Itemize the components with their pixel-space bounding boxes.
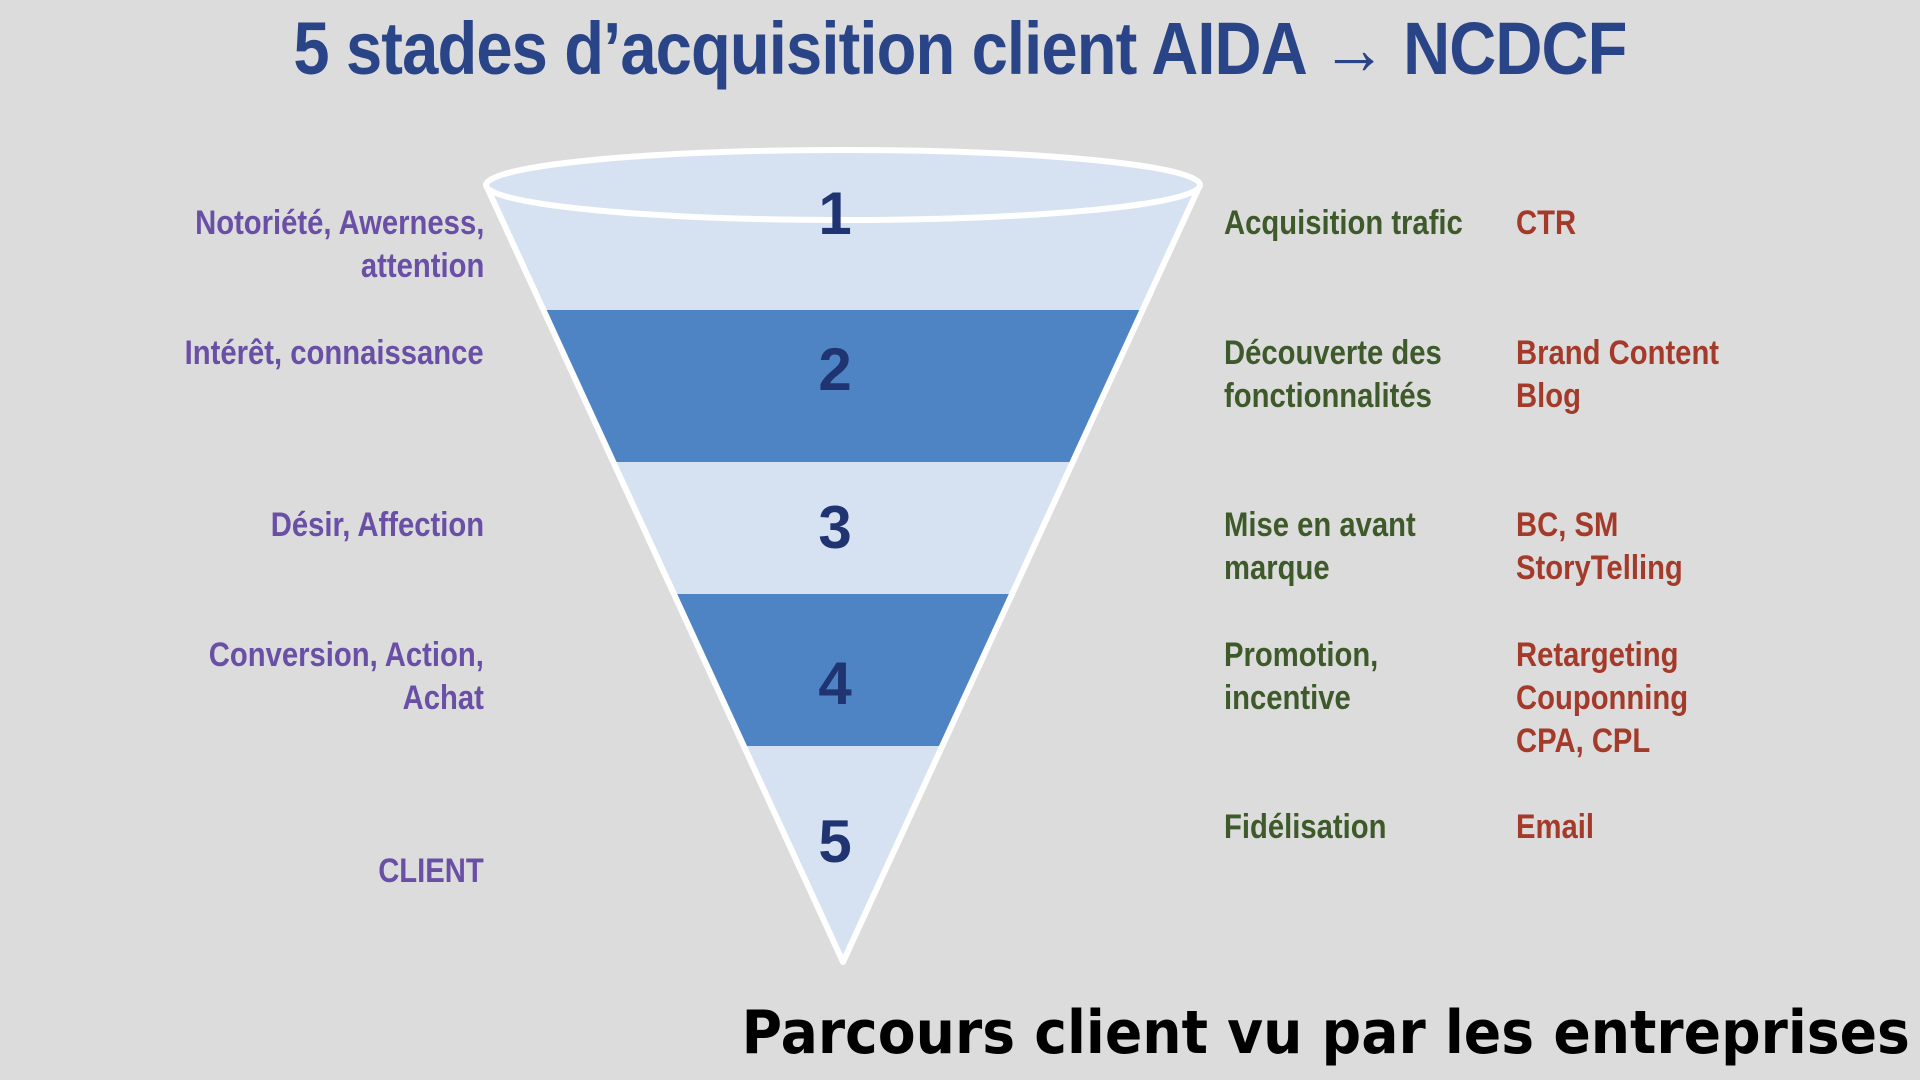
ncdcf-label-stage-2: Découverte des fonctionnalités xyxy=(1224,334,1442,415)
ncdcf-label-stage-1: Acquisition trafic xyxy=(1224,204,1463,242)
ncdcf-label-stage-5: Fidélisation xyxy=(1224,808,1387,846)
funnel-rim xyxy=(483,147,1203,223)
stage-number-2: 2 xyxy=(818,336,851,403)
stage-number-5: 5 xyxy=(818,808,851,875)
aida-label-stage-1: Notoriété, Awerness, attention xyxy=(194,204,484,285)
aida-label-stage-3: Désir, Affection xyxy=(270,506,484,544)
ncdcf-label-stage-4: Promotion, incentive xyxy=(1224,636,1379,717)
lever-label-stage-1: CTR xyxy=(1516,204,1577,242)
aida-label-stage-2: Intérêt, connaissance xyxy=(184,334,484,372)
lever-label-stage-3: BC, SM StoryTelling xyxy=(1516,506,1683,587)
lever-label-stage-4: Retargeting Couponning CPA, CPL xyxy=(1516,636,1689,760)
stage-numbers: 1 2 3 4 5 xyxy=(818,180,852,875)
diagram-title: 5 stades d’acquisition client AIDA → NCD… xyxy=(293,7,1627,90)
stage-number-4: 4 xyxy=(818,650,852,717)
caption: Parcours client vu par les entreprises xyxy=(741,998,1910,1068)
aida-label-stage-4: Conversion, Action, Achat xyxy=(208,636,484,717)
lever-label-stage-5: Email xyxy=(1516,808,1595,846)
funnel-band-stage-5 xyxy=(743,746,943,962)
funnel-band-stage-2 xyxy=(543,310,1143,462)
aida-label-stage-5: CLIENT xyxy=(378,852,484,890)
funnel-band-stage-3 xyxy=(613,462,1073,594)
stage-number-1: 1 xyxy=(818,180,851,247)
funnel-band-stage-4 xyxy=(673,594,1013,746)
stage-number-3: 3 xyxy=(818,494,851,561)
ncdcf-label-stage-3: Mise en avant marque xyxy=(1224,506,1416,587)
lever-label-stage-2: Brand Content Blog xyxy=(1516,334,1720,415)
funnel-bands xyxy=(486,185,1200,962)
